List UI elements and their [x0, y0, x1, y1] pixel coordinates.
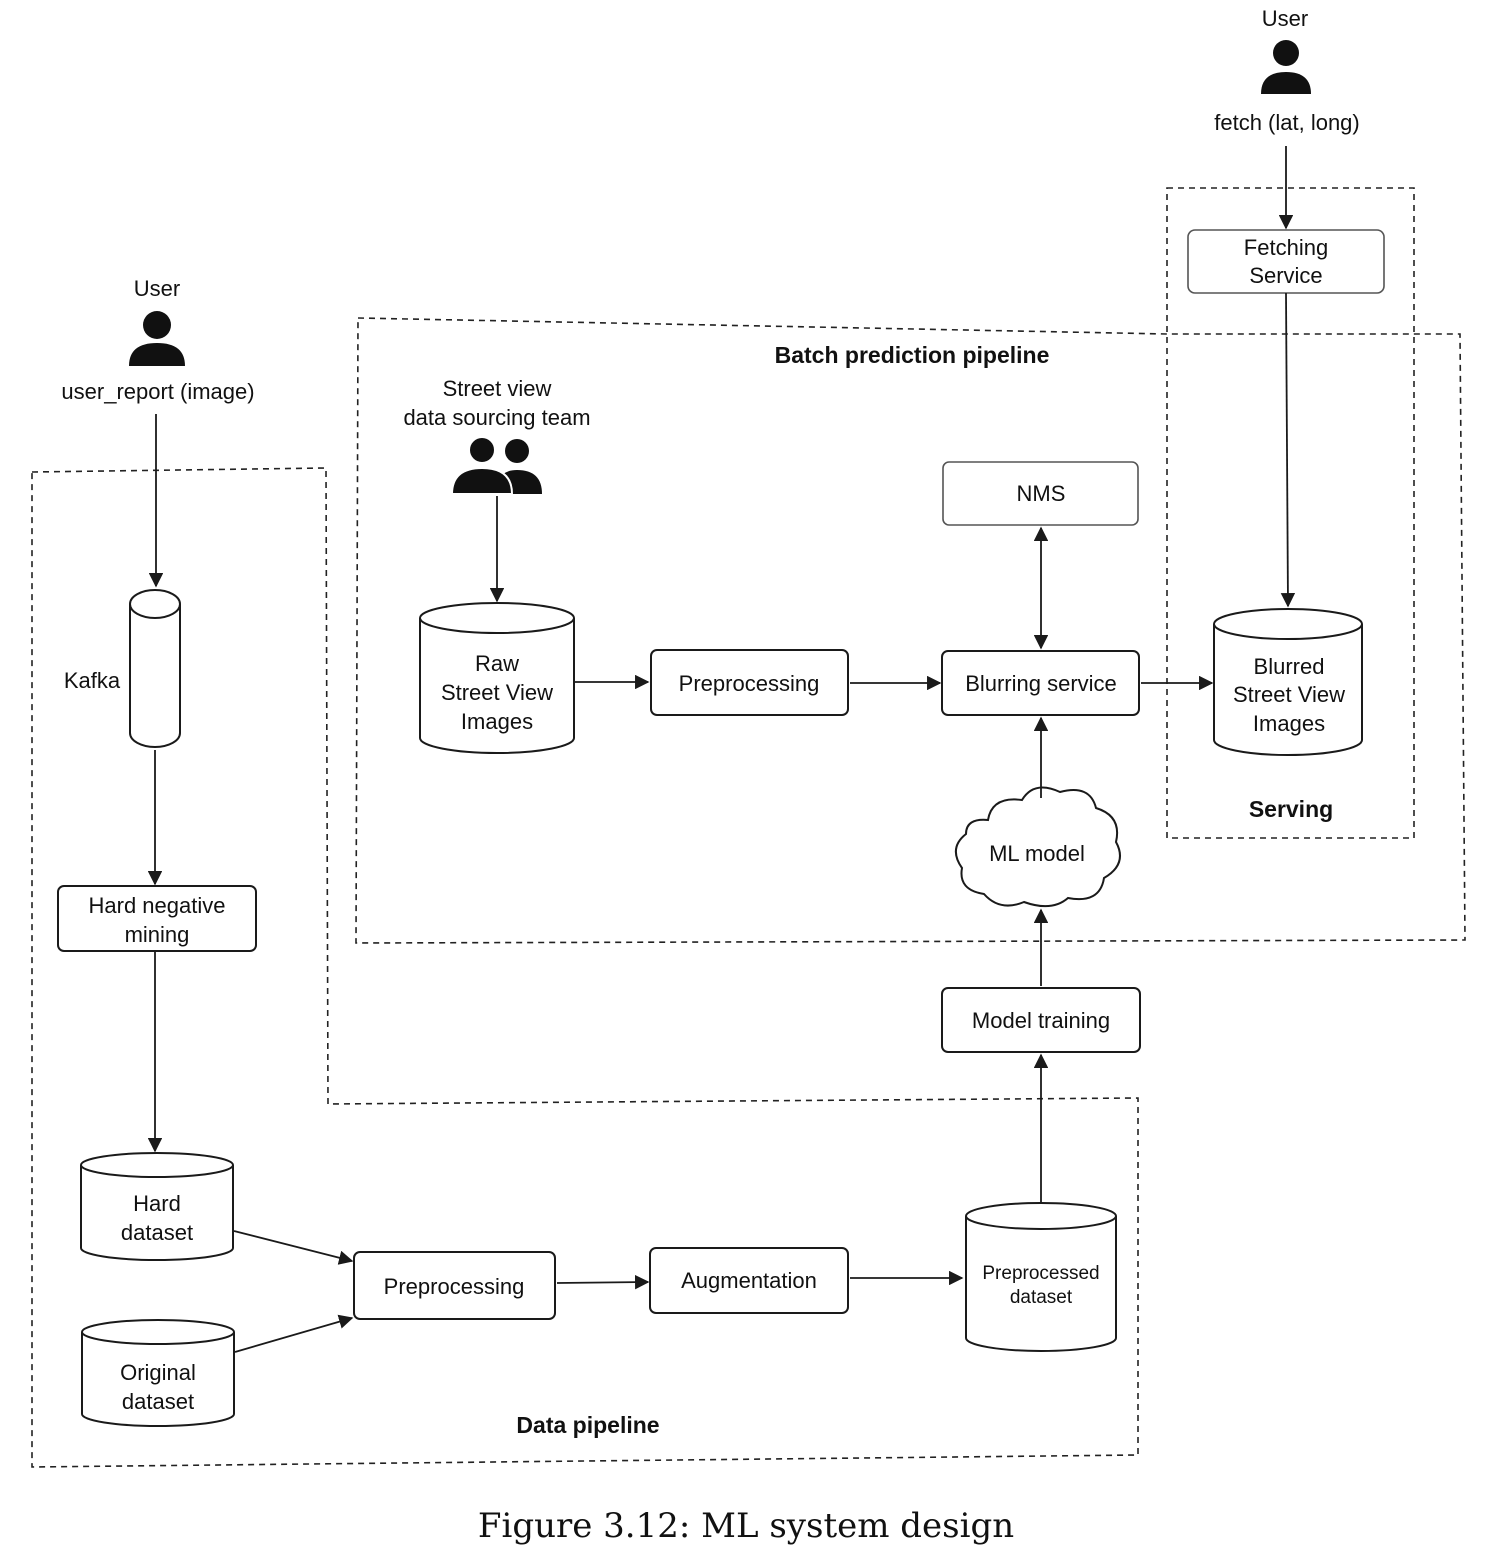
ml-model-node: ML model — [955, 786, 1121, 908]
hard-dataset-line1: Hard — [133, 1191, 181, 1216]
raw-images-line3: Images — [461, 709, 533, 734]
blurred-images-line3: Images — [1253, 711, 1325, 736]
serving-region — [1166, 187, 1415, 839]
sourcing-team: Street view data sourcing team — [403, 376, 591, 495]
sourcing-team-line2: data sourcing team — [403, 405, 590, 430]
preprocessing-batch-node: Preprocessing — [650, 649, 849, 716]
model-training-node: Model training — [941, 987, 1141, 1053]
raw-images-node: Raw Street View Images — [419, 602, 575, 754]
top-user-label: User — [1262, 6, 1308, 31]
raw-images-line1: Raw — [475, 651, 519, 676]
batch-pipeline-title: Batch prediction pipeline — [775, 342, 1050, 368]
preprocessed-dataset-line2: dataset — [1010, 1287, 1073, 1308]
kafka-label: Kafka — [64, 668, 121, 693]
data-pipeline-title: Data pipeline — [516, 1412, 659, 1438]
fetching-service-node: Fetching Service — [1187, 229, 1385, 294]
user-icon — [129, 311, 185, 366]
sourcing-team-line1: Street view — [443, 376, 552, 401]
blurring-service-node: Blurring service — [941, 650, 1140, 716]
raw-images-line2: Street View — [441, 680, 553, 705]
edge-fetching-to-blurred — [1280, 292, 1296, 608]
nms-label: NMS — [1017, 481, 1066, 506]
blurring-service-label: Blurring service — [965, 671, 1117, 696]
team-icon — [450, 436, 542, 495]
left-user-label: User — [134, 276, 180, 301]
kafka-queue: Kafka — [64, 589, 181, 748]
fetching-service-line1: Fetching — [1244, 235, 1328, 260]
edge-hard-to-preprocessing — [233, 1230, 354, 1265]
blurred-images-node: Blurred Street View Images — [1213, 608, 1363, 756]
data-pipeline-region — [31, 467, 1139, 1468]
augmentation-label: Augmentation — [681, 1268, 817, 1293]
edge-preprocessing-to-augmentation — [556, 1274, 650, 1290]
cloud-shape — [955, 786, 1121, 908]
model-training-label: Model training — [972, 1008, 1110, 1033]
preprocessed-dataset-line1: Preprocessed — [982, 1263, 1099, 1284]
hard-dataset-node: Hard dataset — [80, 1152, 234, 1261]
left-user: User user_report (image) — [61, 276, 254, 404]
top-user: User fetch (lat, long) — [1214, 6, 1360, 135]
preprocessed-dataset-node: Preprocessed dataset — [965, 1202, 1117, 1352]
top-user-action: fetch (lat, long) — [1214, 110, 1360, 135]
blurred-images-line1: Blurred — [1254, 654, 1325, 679]
edge-original-to-preprocessing — [234, 1314, 354, 1353]
left-user-action: user_report (image) — [61, 379, 254, 404]
fetching-service-line2: Service — [1249, 263, 1322, 288]
hard-negative-mining-line1: Hard negative — [89, 893, 226, 918]
batch-prediction-region — [355, 317, 1466, 944]
ml-model-label: ML model — [989, 841, 1085, 866]
hard-dataset-line2: dataset — [121, 1220, 193, 1245]
nms-node: NMS — [942, 461, 1139, 526]
preprocessing-data-node: Preprocessing — [353, 1251, 556, 1320]
serving-title: Serving — [1249, 796, 1333, 822]
original-dataset-node: Original dataset — [81, 1319, 235, 1427]
hard-negative-mining-line2: mining — [125, 922, 190, 947]
blurred-images-line2: Street View — [1233, 682, 1345, 707]
original-dataset-line1: Original — [120, 1360, 196, 1385]
augmentation-node: Augmentation — [649, 1247, 849, 1314]
hard-negative-mining-node: Hard negative mining — [57, 885, 257, 952]
user-icon — [1261, 40, 1311, 94]
preprocessing-batch-label: Preprocessing — [679, 671, 820, 696]
original-dataset-line2: dataset — [122, 1389, 194, 1414]
preprocessing-data-label: Preprocessing — [384, 1274, 525, 1299]
figure-caption: Figure 3.12: ML system design — [478, 1506, 1014, 1546]
